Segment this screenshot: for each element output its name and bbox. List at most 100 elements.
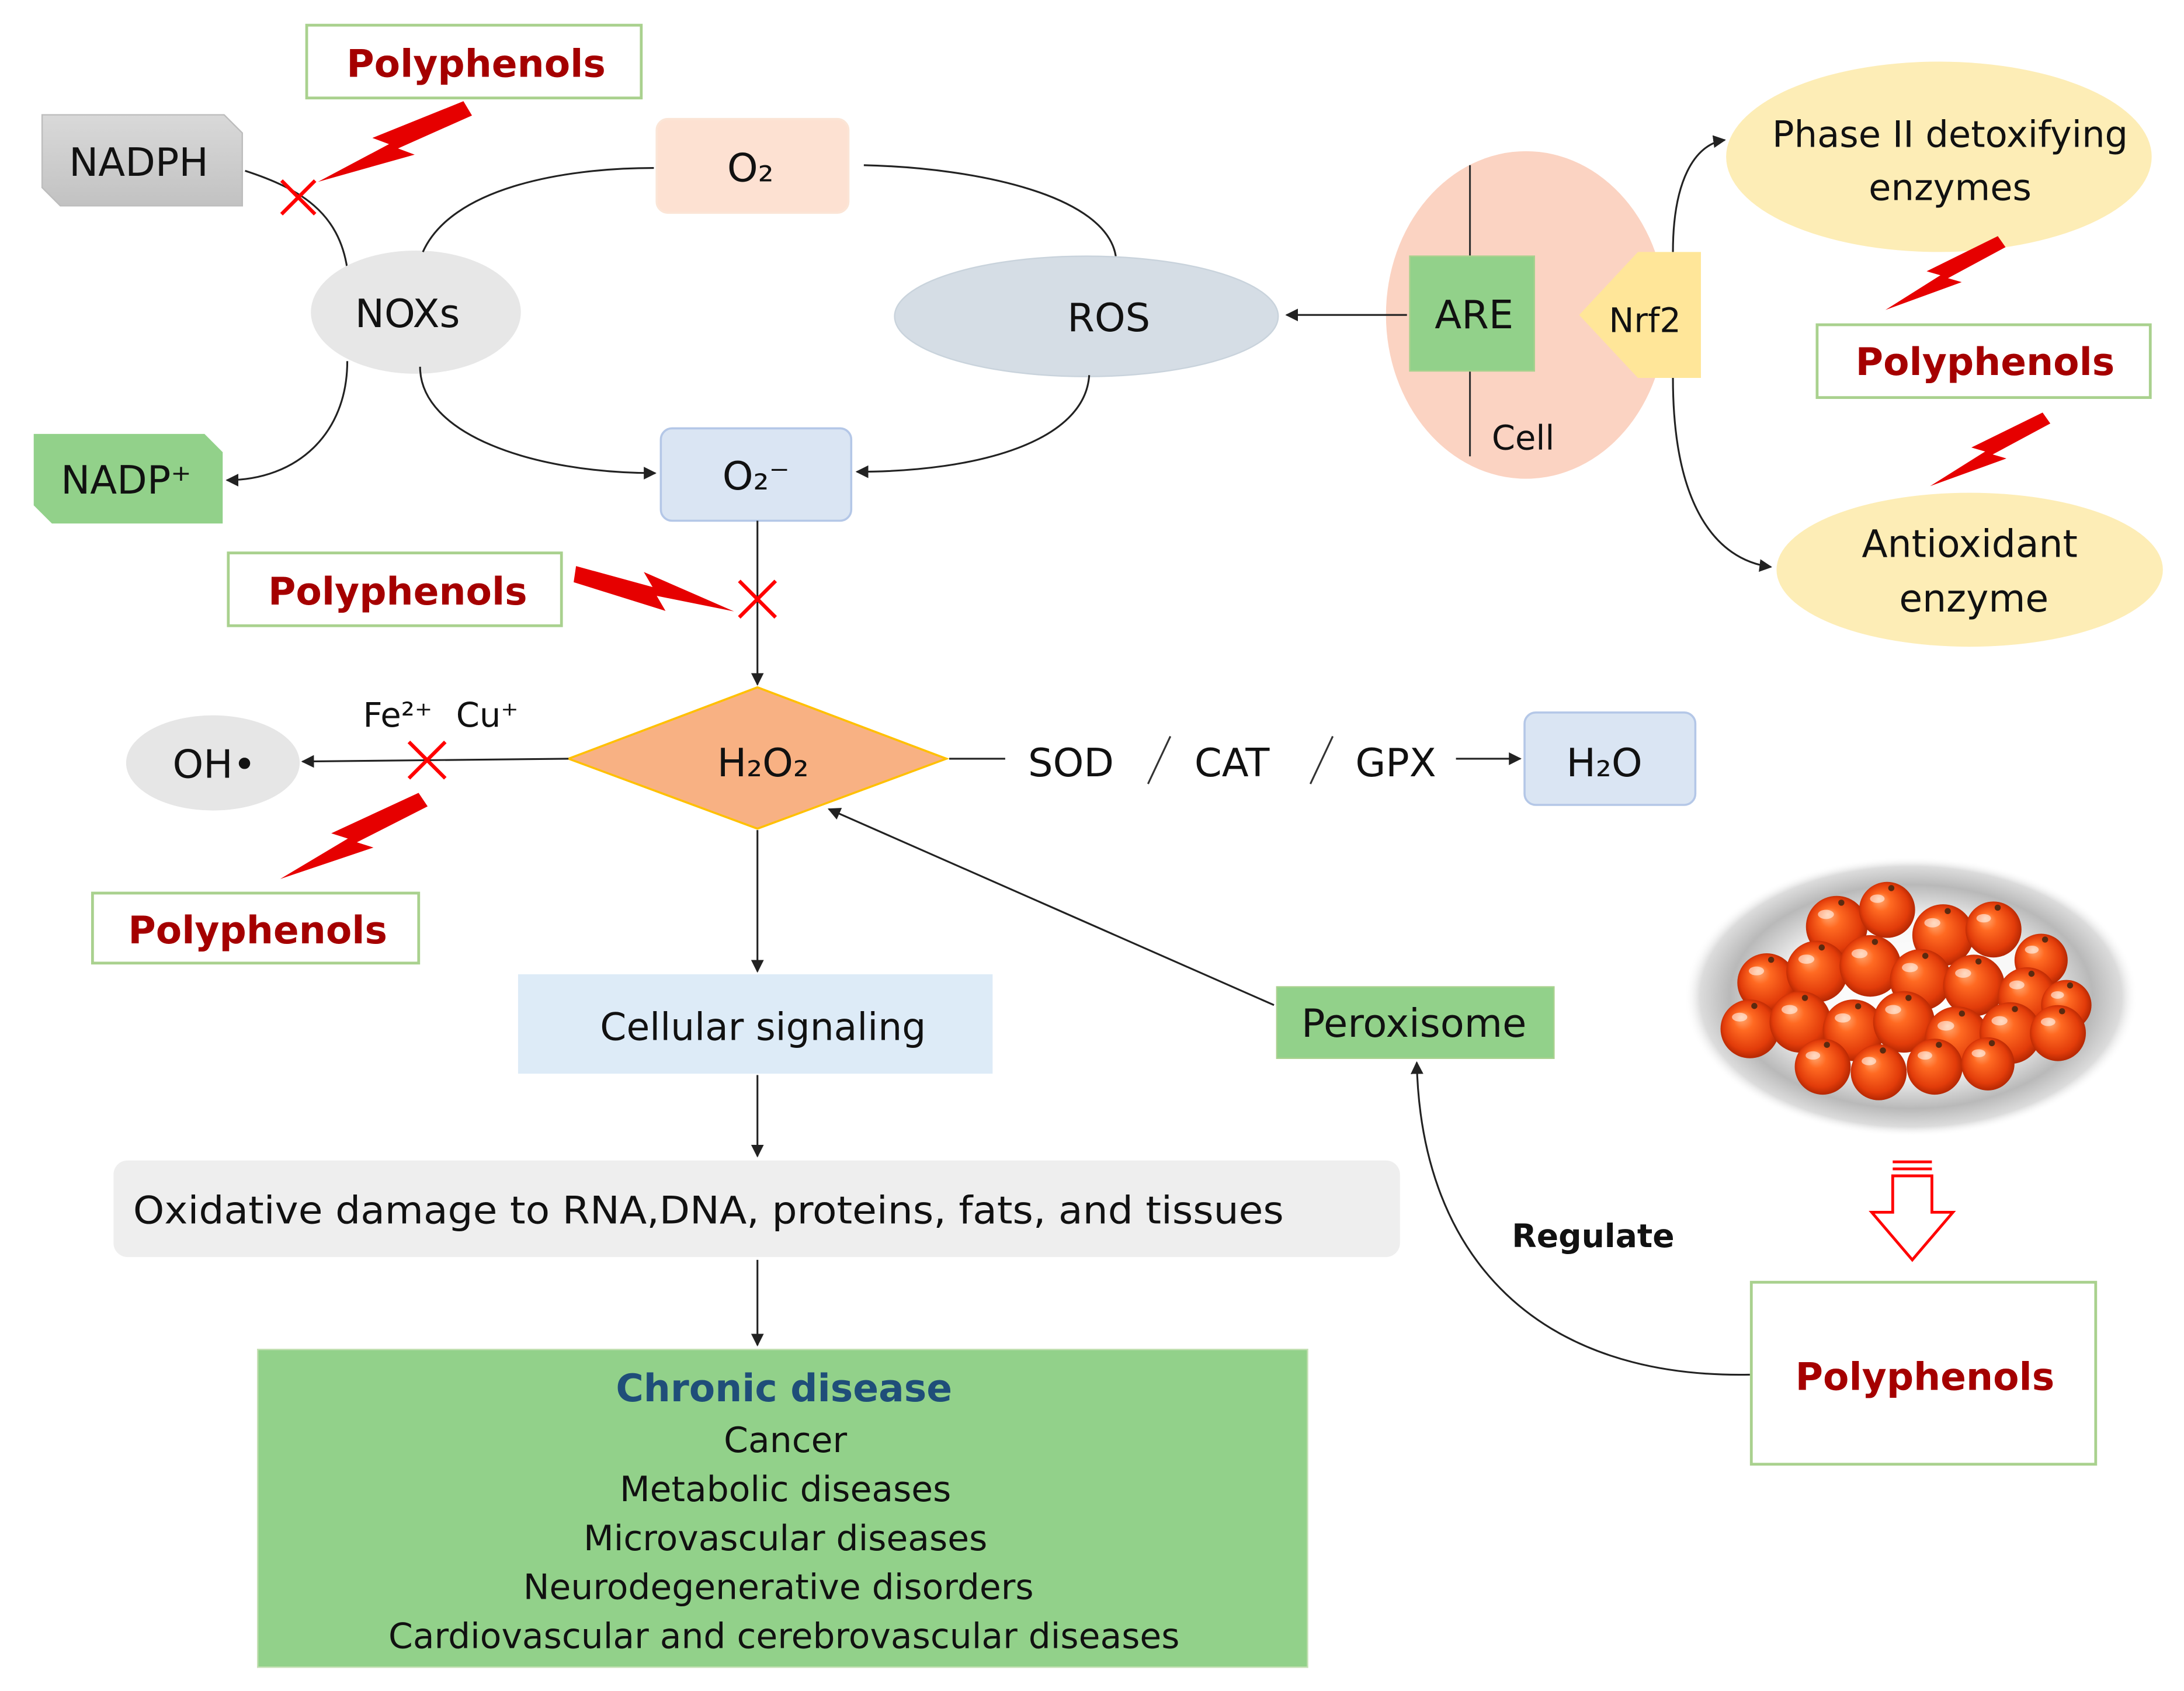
nadph-to-noxs-line: [245, 169, 349, 269]
iron-ion-label: Fe²⁺: [363, 696, 432, 735]
antioxidant-enzyme-node: [1776, 492, 2163, 647]
berry-stem: [1988, 1040, 1995, 1047]
oxidative-damage-label: Oxidative damage to RNA,DNA, proteins, f…: [133, 1189, 1284, 1232]
phase2-enzymes-label-line2: enzymes: [1869, 166, 2032, 209]
polyphenols-label-top: Polyphenols: [346, 43, 606, 86]
polyphenols-box-top: [305, 23, 643, 100]
ros-node: [894, 255, 1279, 377]
enzyme-sod-label: SOD: [1028, 740, 1114, 786]
berry-highlight: [1955, 968, 1971, 978]
o2-to-ros-arc: [863, 164, 1117, 256]
berry: [1859, 881, 1915, 938]
h2o-box: [1523, 711, 1697, 806]
o2-label: O₂: [727, 145, 774, 191]
berry: [1961, 1037, 2015, 1091]
hydroxyl-radical-node: [126, 715, 300, 811]
disease-item: Cancer: [724, 1420, 847, 1461]
noxs-to-o2-arc: [422, 167, 654, 253]
copper-ion-label: Cu⁺: [456, 696, 519, 735]
berry-stem: [1838, 900, 1845, 906]
cellular-signaling-box: [518, 974, 993, 1074]
nrf2-to-phase2-arrow: [1672, 135, 1726, 252]
berry-stem: [2028, 970, 2035, 977]
berry-stem: [2067, 982, 2074, 989]
berry-stem: [1801, 995, 1808, 1001]
berry-stem: [1880, 1047, 1886, 1054]
h2o2-diamond: [565, 686, 950, 830]
enzyme-cat-label: CAT: [1195, 740, 1270, 786]
nadp-plus-label: NADP⁺: [61, 457, 192, 503]
peroxisome-label: Peroxisome: [1301, 1001, 1526, 1046]
berry: [1907, 1039, 1963, 1095]
nrf2-label: Nrf2: [1609, 301, 1680, 340]
cell-label: Cell: [1492, 419, 1554, 458]
berry-highlight: [1917, 1051, 1932, 1060]
separator-slash: [1147, 735, 1172, 784]
nadph-box: [41, 114, 244, 207]
peroxisome-to-h2o2-arrow: [827, 808, 1275, 1006]
berry-highlight: [2040, 1018, 2055, 1026]
berry-highlight: [1971, 1049, 1986, 1057]
h2o-label: H₂O: [1567, 740, 1643, 786]
polyphenols-label-source: Polyphenols: [1796, 1356, 2055, 1400]
berry: [1794, 1039, 1851, 1095]
polyphenols-label-middle: Polyphenols: [268, 570, 527, 614]
phase2-enzymes-node: [1726, 61, 2152, 252]
berry-stem: [1855, 1003, 1862, 1009]
antioxidant-enzyme-label-line1: Antioxidant: [1862, 523, 2077, 567]
berry-stem: [1994, 904, 2001, 911]
berry-stem: [1768, 956, 1775, 963]
berry-stem: [1936, 1041, 1942, 1048]
berry-stem: [2012, 1006, 2018, 1012]
berry-highlight: [1976, 914, 1991, 923]
noxs-to-superoxide-arrow: [419, 366, 657, 480]
berry-stem: [1945, 908, 1951, 915]
berries-image: [1684, 856, 2138, 1137]
berry-highlight: [2025, 945, 2039, 954]
berry-stem: [1888, 885, 1895, 891]
berry-stem: [2059, 1008, 2065, 1015]
lightning-bolt: [275, 780, 430, 901]
noxs-label: NOXs: [355, 291, 460, 336]
inhibition-cross: [280, 179, 317, 216]
disease-item: Cardiovascular and cerebrovascular disea…: [388, 1616, 1179, 1657]
polyphenols-box-right: [1815, 323, 2152, 400]
phase2-enzymes-label-line1: Phase II detoxifying: [1772, 113, 2128, 156]
separator-slash: [1309, 735, 1334, 784]
nrf2-node: [1579, 252, 1701, 379]
are-box: [1409, 255, 1535, 372]
berry-highlight: [1902, 963, 1918, 973]
berry: [1965, 901, 2022, 958]
lightning-bolt: [571, 562, 738, 621]
h2o2-label: H₂O₂: [717, 740, 809, 786]
berry-highlight: [1748, 966, 1765, 975]
ros-to-superoxide-arrow: [855, 375, 1091, 478]
superoxide-box: [659, 427, 853, 522]
hydroxyl-radical-label: OH•: [172, 742, 256, 787]
berry-stem: [1959, 1010, 1966, 1017]
nrf2-to-antioxidant-arrow: [1672, 378, 1772, 572]
chronic-disease-box: [256, 1349, 1308, 1668]
o2-box: [655, 117, 850, 214]
regulate-label: Regulate: [1512, 1217, 1674, 1255]
polyphenols-to-peroxisome-arrow: [1411, 1061, 1750, 1376]
berry-highlight: [1835, 1013, 1851, 1023]
polyphenols-box-left: [91, 891, 421, 965]
berry-highlight: [1937, 1020, 1954, 1031]
h2o2-to-hydroxyl-arrow: [301, 755, 569, 768]
berry-stem: [1975, 958, 1982, 965]
berry-stem: [1922, 953, 1929, 959]
disease-item: Microvascular diseases: [584, 1518, 987, 1559]
berry-highlight: [1818, 909, 1834, 919]
berry-stem: [2041, 936, 2048, 943]
berry-highlight: [1851, 949, 1868, 959]
noxs-node: [311, 250, 521, 374]
berry-stem: [1871, 939, 1879, 945]
berry-highlight: [1798, 954, 1815, 964]
disease-item: Neurodegenerative disorders: [523, 1567, 1034, 1608]
nadph-label: NADPH: [69, 140, 209, 185]
berry-stem: [1818, 944, 1825, 951]
noxs-to-nadp-arrow: [225, 361, 349, 487]
disease-item: Metabolic diseases: [620, 1469, 951, 1510]
berry-highlight: [2009, 980, 2025, 989]
